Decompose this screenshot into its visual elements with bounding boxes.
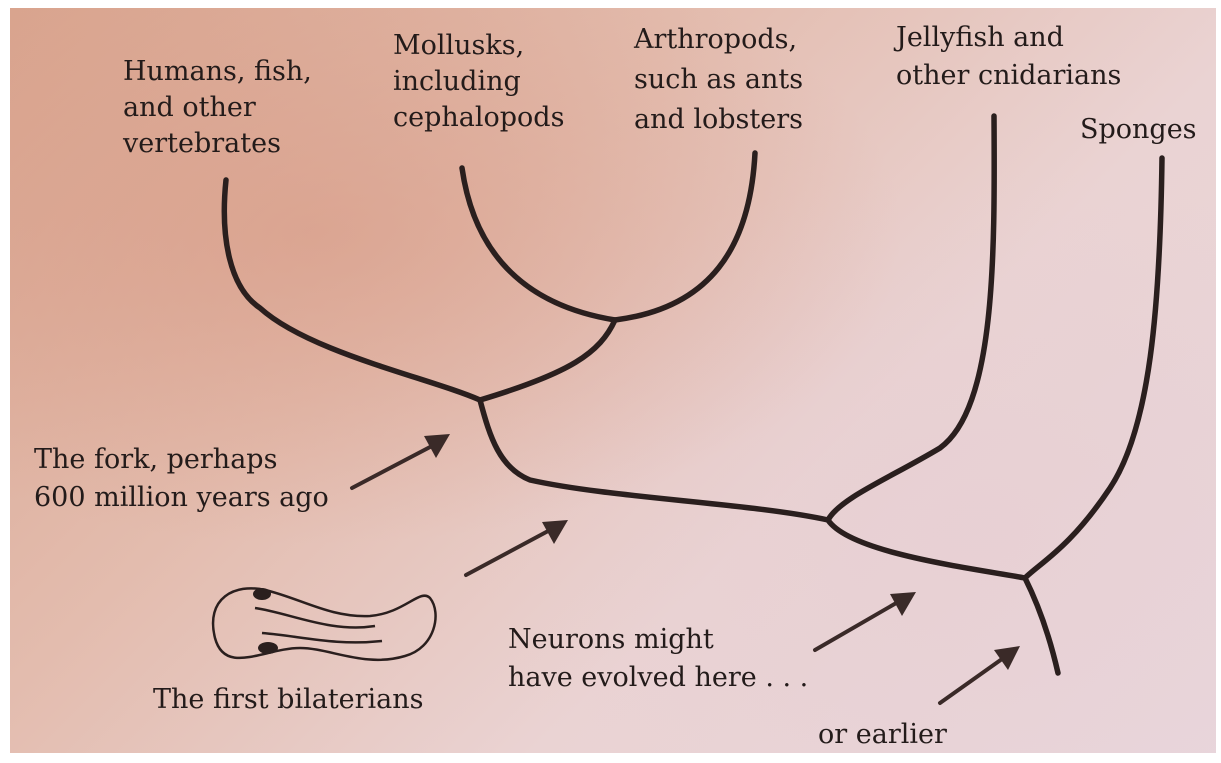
branch-mollusks [462, 168, 615, 320]
label-sponges: Sponges [1080, 114, 1197, 145]
branch-cnidarians [828, 116, 994, 520]
arrow-bilaterians [466, 520, 568, 575]
branch-sponges [1025, 158, 1162, 578]
label-fork: The fork, perhaps 600 million years ago [34, 444, 329, 513]
label-cnidarians: Jellyfish and other cnidarians [893, 22, 1121, 91]
arrow-earlier [940, 646, 1020, 703]
book-page-photo: Humans, fish, and other vertebrates Moll… [10, 8, 1216, 753]
label-mollusks: Mollusks, including cephalopods [393, 30, 564, 133]
label-or-earlier: or earlier [818, 719, 947, 750]
branch-root [1025, 578, 1058, 673]
branch-bilaterian-stem [480, 400, 828, 520]
label-neurons: Neurons might have evolved here . . . [508, 624, 808, 693]
branch-mollusk-arthropod-stem [480, 320, 615, 400]
branch-arthropods [615, 153, 755, 320]
label-arthropods: Arthropods, such as ants and lobsters [633, 24, 812, 135]
label-bilaterians: The first bilaterians [153, 684, 424, 715]
arrow-neurons [815, 592, 916, 650]
phylogenetic-tree-diagram: Humans, fish, and other vertebrates Moll… [10, 8, 1216, 753]
bilaterian-worm-illustration [213, 588, 436, 660]
branch-vertebrates [224, 180, 480, 400]
branch-eumetazoan-stem [828, 520, 1025, 578]
arrow-fork [352, 434, 450, 488]
label-vertebrates: Humans, fish, and other vertebrates [122, 56, 320, 159]
